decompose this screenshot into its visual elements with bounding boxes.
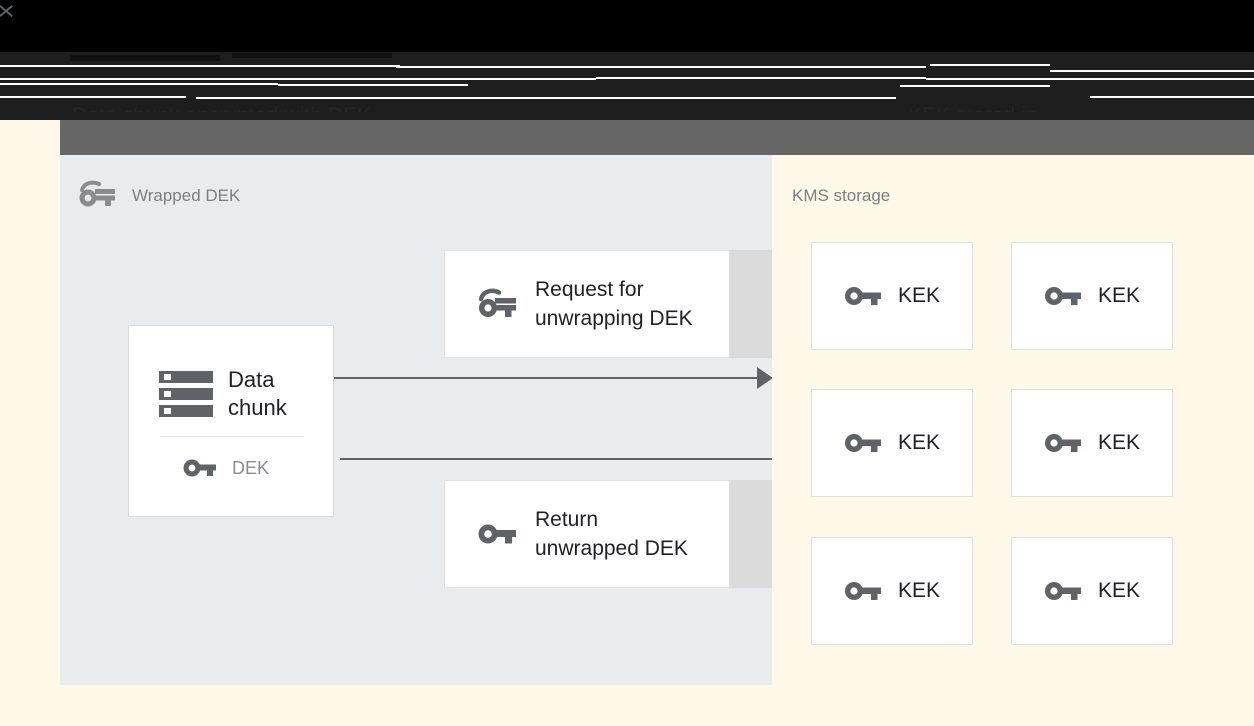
- glitch-streak: [0, 83, 278, 85]
- glitch-streak: [1050, 70, 1254, 72]
- storage-icon: [159, 369, 213, 419]
- glitch-streak: [0, 78, 596, 80]
- key-icon: [1044, 579, 1082, 603]
- return-unwrapped-card[interactable]: Return unwrapped DEK: [444, 480, 730, 588]
- header-dark-lower: [0, 112, 1254, 120]
- key-icon: [1044, 431, 1082, 455]
- header-dark-bar: Data chunk encrypted with DEK and stored…: [0, 52, 1254, 112]
- wrapped-dek-panel-title: Wrapped DEK: [132, 186, 241, 205]
- kek-label: KEK: [1097, 431, 1141, 454]
- data-chunk-divider: [160, 436, 304, 437]
- glitch-streak: [70, 55, 220, 61]
- header-right-title: KEK stored in never leaves the KMS: [908, 102, 1115, 112]
- request-arrow-line: [334, 377, 766, 379]
- glitch-streak: [396, 66, 926, 68]
- glitch-streak: [930, 64, 1050, 66]
- return-unwrapped-inner: Return unwrapped DEK: [477, 505, 688, 563]
- request-arrow-head: [757, 367, 773, 389]
- kek-label: KEK: [897, 431, 941, 454]
- header-black-bar: [0, 0, 1254, 52]
- request-unwrap-inner: Request for unwrapping DEK: [477, 275, 693, 333]
- return-arrow-line: [340, 458, 772, 460]
- glitch-streak: [900, 85, 1050, 87]
- header-left-title: Data chunk encrypted with DEK and stored…: [72, 102, 371, 112]
- glitch-streak: [926, 78, 1254, 80]
- glitch-streak: [1090, 96, 1254, 98]
- glitch-streak: [596, 77, 926, 79]
- key-icon: [183, 457, 217, 479]
- kms-storage-panel-title: KMS storage: [792, 186, 891, 205]
- key-icon: [844, 284, 882, 308]
- kek-label: KEK: [1097, 284, 1141, 307]
- kek-label: KEK: [1097, 579, 1141, 602]
- glitch-streak: [232, 53, 392, 58]
- request-unwrap-card[interactable]: Request for unwrapping DEK: [444, 250, 730, 358]
- kek-card[interactable]: KEK: [811, 537, 973, 645]
- key-icon: [477, 521, 517, 547]
- key-icon: [844, 579, 882, 603]
- data-chunk-label: Data chunk: [228, 367, 287, 420]
- wrapped-key-icon: [78, 180, 118, 210]
- header-gray-bar: [0, 120, 1254, 155]
- kek-card[interactable]: KEK: [1011, 389, 1173, 497]
- dek-label: DEK: [232, 458, 270, 478]
- kek-label: KEK: [897, 579, 941, 602]
- return-unwrapped-label: Return unwrapped DEK: [535, 508, 688, 560]
- key-icon: [1044, 284, 1082, 308]
- kek-label: KEK: [897, 284, 941, 307]
- header-gray-notch: [0, 120, 60, 155]
- wrapped-key-icon: [477, 287, 517, 321]
- glitch-streak: [0, 96, 186, 98]
- kek-card[interactable]: KEK: [811, 389, 973, 497]
- kek-card[interactable]: KEK: [811, 242, 973, 350]
- data-chunk-card[interactable]: Data chunk DEK: [128, 325, 334, 517]
- glitch-streak: [196, 97, 896, 99]
- glitch-streak: [278, 84, 468, 86]
- kek-card[interactable]: KEK: [1011, 242, 1173, 350]
- key-icon: [844, 431, 882, 455]
- dek-row: DEK: [183, 457, 269, 479]
- request-unwrap-label: Request for unwrapping DEK: [535, 278, 693, 330]
- glitch-streak: [0, 65, 400, 67]
- kek-card[interactable]: KEK: [1011, 537, 1173, 645]
- data-chunk-row: Data chunk: [159, 366, 287, 422]
